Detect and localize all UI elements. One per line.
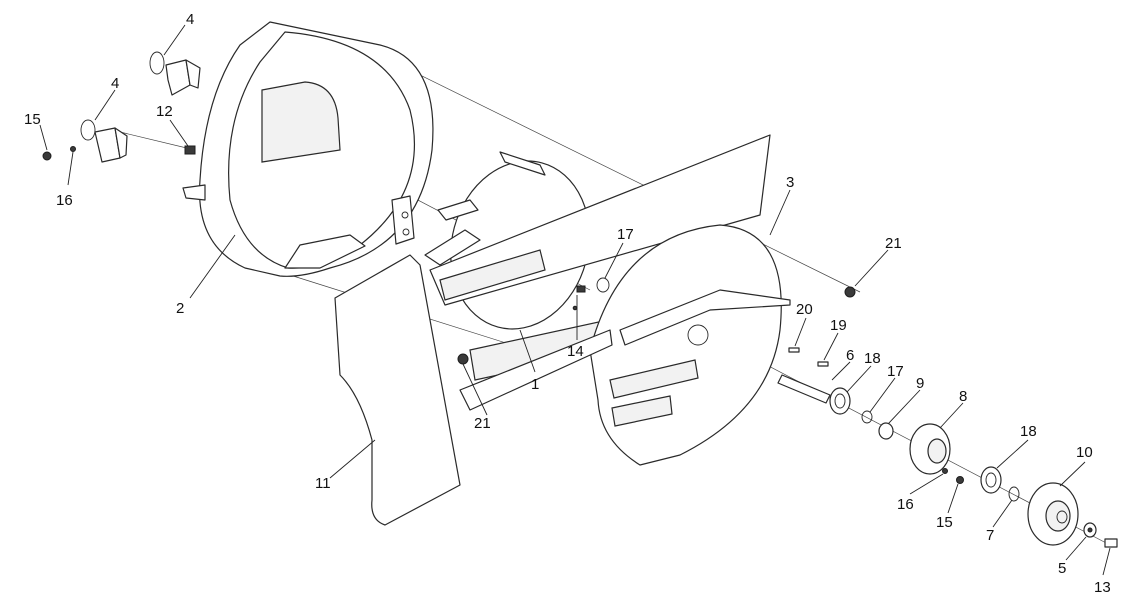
nut-21-lower	[457, 353, 469, 365]
bearing-18-upper	[829, 387, 851, 415]
callout-18a: 18	[864, 350, 881, 367]
callout-11: 11	[315, 475, 331, 492]
pulley-10	[1027, 482, 1079, 546]
callout-17b: 17	[887, 363, 904, 380]
back-plate	[429, 134, 791, 466]
callout-17a: 17	[617, 226, 634, 243]
callouts: 1 2 3 4 4 5 6 7 8 9 10 11 12 13 14 15 15…	[24, 11, 1111, 596]
callout-15b: 15	[936, 514, 953, 531]
callout-10: 10	[1076, 444, 1093, 461]
ring-9	[878, 422, 894, 440]
chute-panel	[334, 254, 461, 526]
key-20	[788, 347, 800, 353]
latch-lower	[80, 119, 128, 163]
callout-13: 13	[1094, 579, 1111, 596]
latch-upper	[149, 51, 201, 96]
callout-8: 8	[959, 388, 967, 405]
bearing-18-lower	[980, 466, 1002, 494]
key-19	[817, 361, 829, 367]
washer-5	[1083, 522, 1097, 538]
callout-15a: 15	[24, 111, 41, 128]
bolt-13	[1104, 538, 1118, 548]
callout-14: 14	[567, 343, 584, 360]
callout-19: 19	[830, 317, 847, 334]
callout-7: 7	[986, 527, 994, 544]
callout-5: 5	[1058, 560, 1066, 577]
nut-15-right	[956, 476, 964, 484]
callout-6: 6	[846, 347, 854, 364]
nut-21-upper	[844, 286, 856, 298]
ring-7	[1008, 486, 1020, 502]
callout-16a: 16	[56, 192, 73, 209]
callout-12: 12	[156, 103, 173, 120]
callout-2: 2	[176, 300, 184, 317]
ring-17-upper	[596, 277, 610, 293]
callout-4a: 4	[186, 11, 194, 28]
callout-9: 9	[916, 375, 924, 392]
callout-21a: 21	[885, 235, 902, 252]
hub-8	[909, 423, 951, 475]
leader-lines	[39, 24, 1111, 576]
callout-4b: 4	[111, 75, 119, 92]
shaft-6	[777, 374, 831, 404]
bolt-12	[184, 145, 196, 155]
callout-16b: 16	[897, 496, 914, 513]
nut-left	[42, 146, 76, 161]
callout-21b: 21	[474, 415, 491, 432]
callout-18b: 18	[1020, 423, 1037, 440]
ring-17-lower	[861, 410, 873, 424]
callout-3: 3	[786, 174, 794, 191]
washer-16-right	[942, 468, 948, 474]
callout-20: 20	[796, 301, 813, 318]
fan-housing	[182, 21, 434, 277]
callout-1: 1	[531, 376, 539, 393]
